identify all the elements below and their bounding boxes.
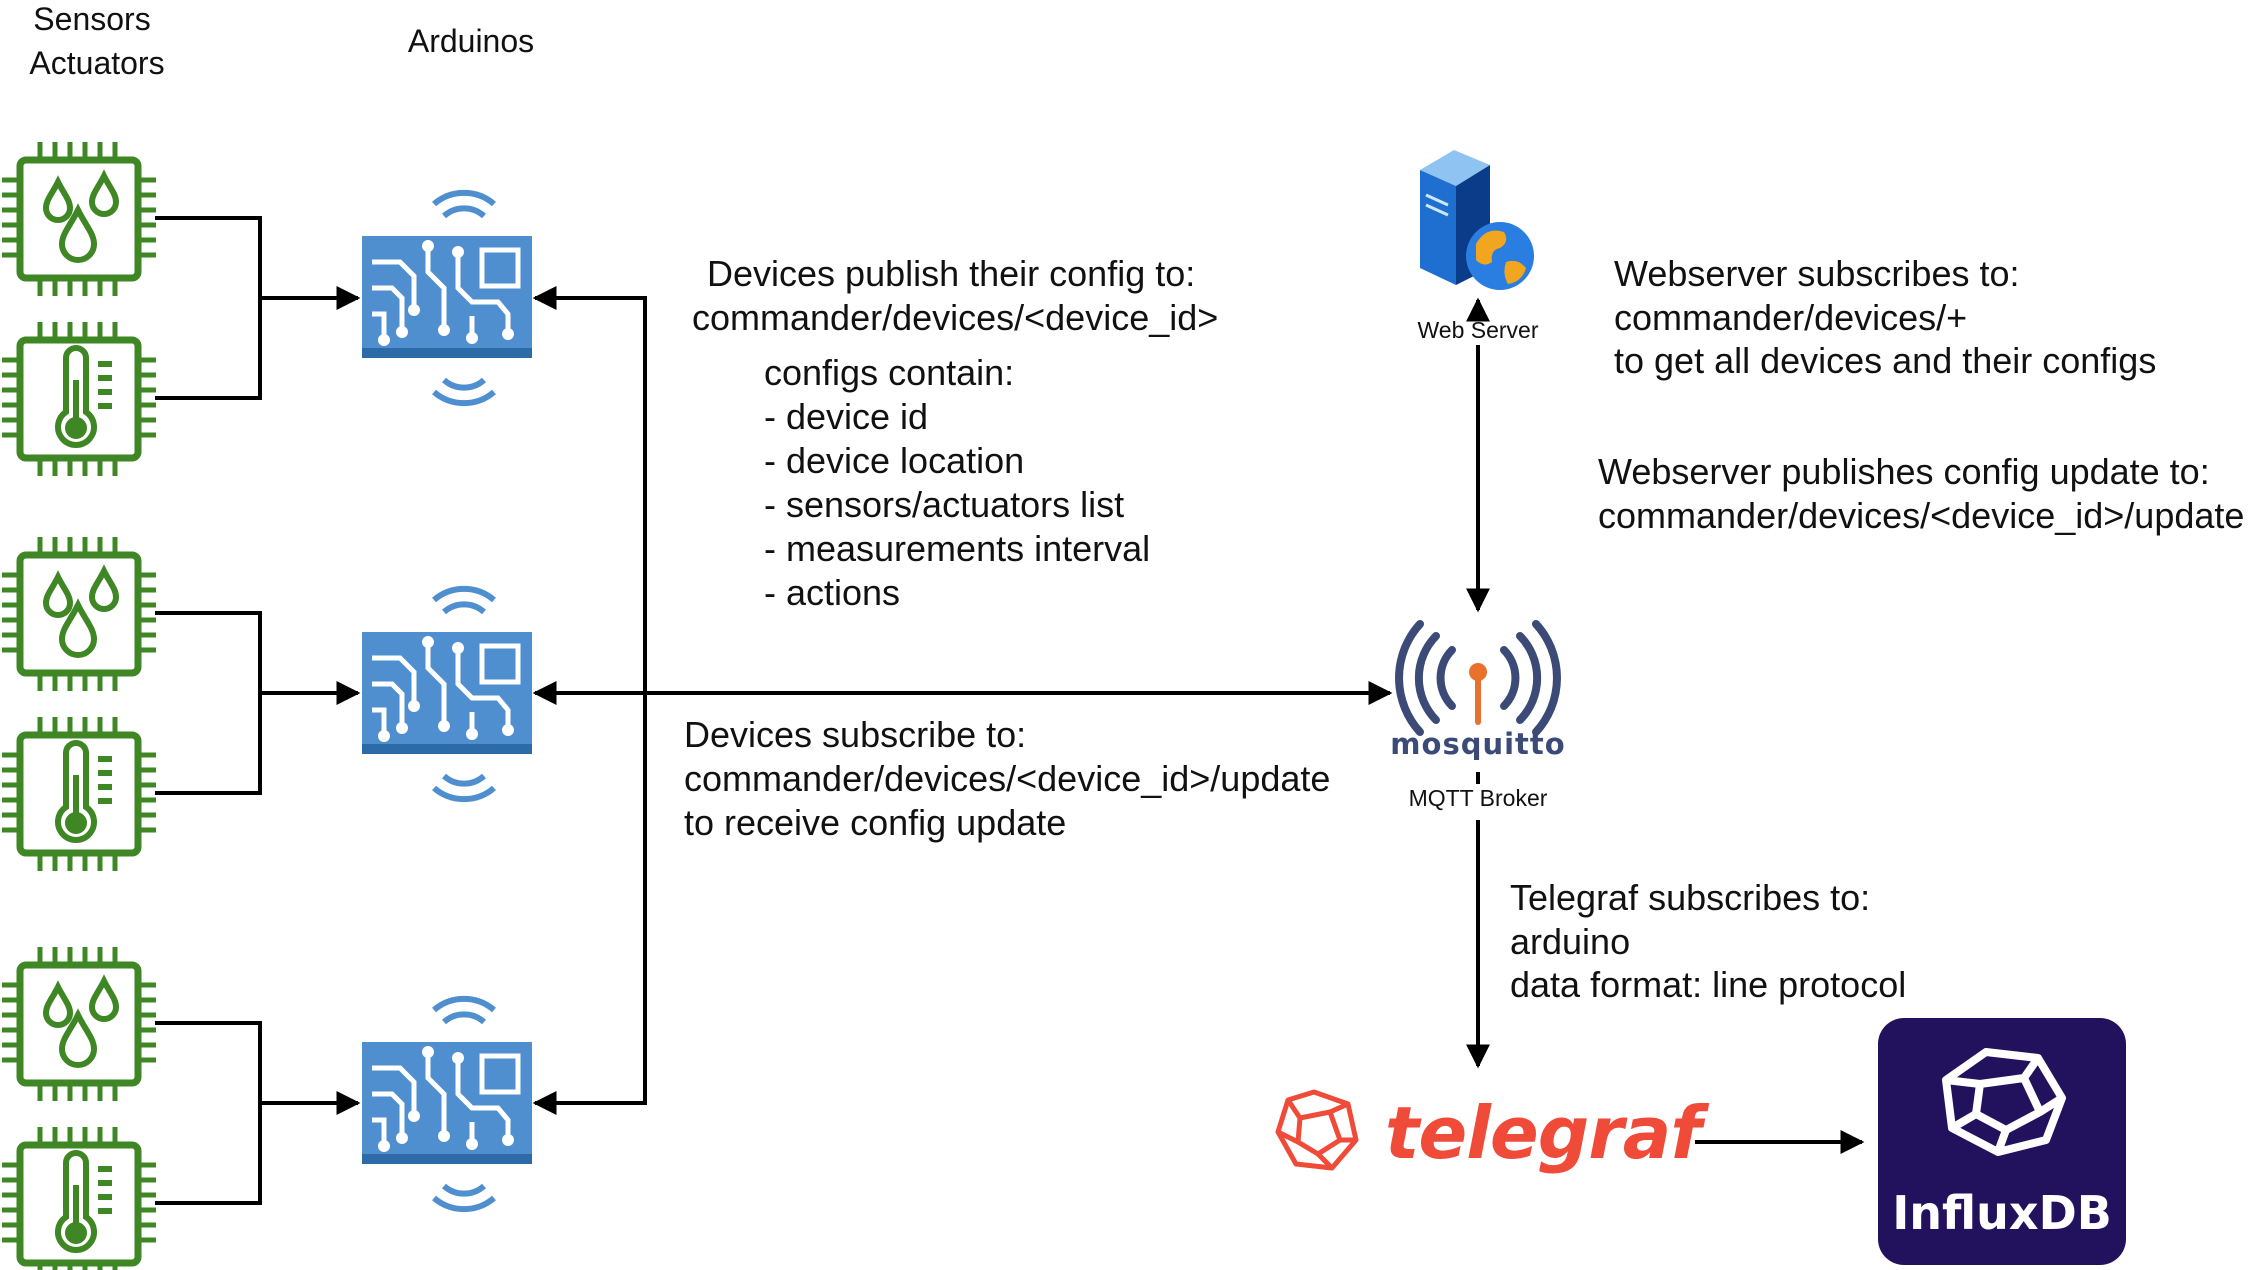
web-server-label: Web Server [1417,317,1538,343]
note-line: commander/devices/+ [1614,297,1967,338]
note-line: Telegraf subscribes to: [1510,877,1870,918]
note-line: - measurements interval [764,528,1150,569]
note-line: commander/devices/<device_id> [692,297,1218,338]
actuators-header: Actuators [29,45,164,81]
note-line: - device id [764,396,928,437]
thermometer-sensor-icon [2,322,156,476]
note-line: - sensors/actuators list [764,484,1124,525]
note-line: arduino [1510,921,1630,962]
broadcast-antenna-icon [1395,620,1561,736]
humidity-sensor-icon [2,537,156,691]
sensor-connectors [155,216,361,1205]
thermometer-sensor-icon [2,717,156,871]
note-line: to get all devices and their configs [1614,340,2156,381]
telegraf-logo-text: telegraf [1385,1091,1709,1175]
humidity-sensor-icon [2,947,156,1101]
configs-note: configs contain: - device id - device lo… [764,352,1150,613]
influxdb-logo-text: InfluxDB [1892,1186,2112,1240]
influxdb-logo: InfluxDB [1878,1018,2126,1265]
humidity-sensor-icon [2,142,156,296]
note-line: to receive config update [684,802,1066,843]
webserver-publish-note: Webserver publishes config update to: co… [1598,451,2244,536]
webserver-subscribe-note: Webserver subscribes to: commander/devic… [1614,253,2156,381]
mqtt-bus-connectors [532,286,1393,1115]
arduino-board-icon [362,589,532,799]
telegraf-polyhedron-icon [1275,1089,1359,1171]
note-line: commander/devices/<device_id>/update [684,758,1330,799]
mqtt-broker-label: MQTT Broker [1409,785,1548,811]
note-line: Webserver subscribes to: [1614,253,2020,294]
thermometer-sensor-icon [2,1127,156,1270]
sensors-header: Sensors [33,1,150,37]
mosquitto-logo-text: mosquitto [1390,727,1565,761]
web-server-icon [1420,150,1534,290]
note-line: - device location [764,440,1024,481]
arduino-board-icon [362,193,532,403]
publish-note: Devices publish their config to: command… [692,253,1218,338]
note-line: data format: line protocol [1510,964,1906,1005]
note-line: Devices subscribe to: [684,714,1026,755]
subscribe-note: Devices subscribe to: commander/devices/… [684,714,1330,843]
note-line: commander/devices/<device_id>/update [1598,495,2244,536]
note-line: - actions [764,572,900,613]
arduino-board-icon [362,999,532,1209]
note-line: Devices publish their config to: [707,253,1195,294]
arduinos-header: Arduinos [408,23,534,59]
note-line: Webserver publishes config update to: [1598,451,2210,492]
note-line: configs contain: [764,352,1014,393]
telegraf-subscribe-note: Telegraf subscribes to: arduino data for… [1510,877,1906,1005]
